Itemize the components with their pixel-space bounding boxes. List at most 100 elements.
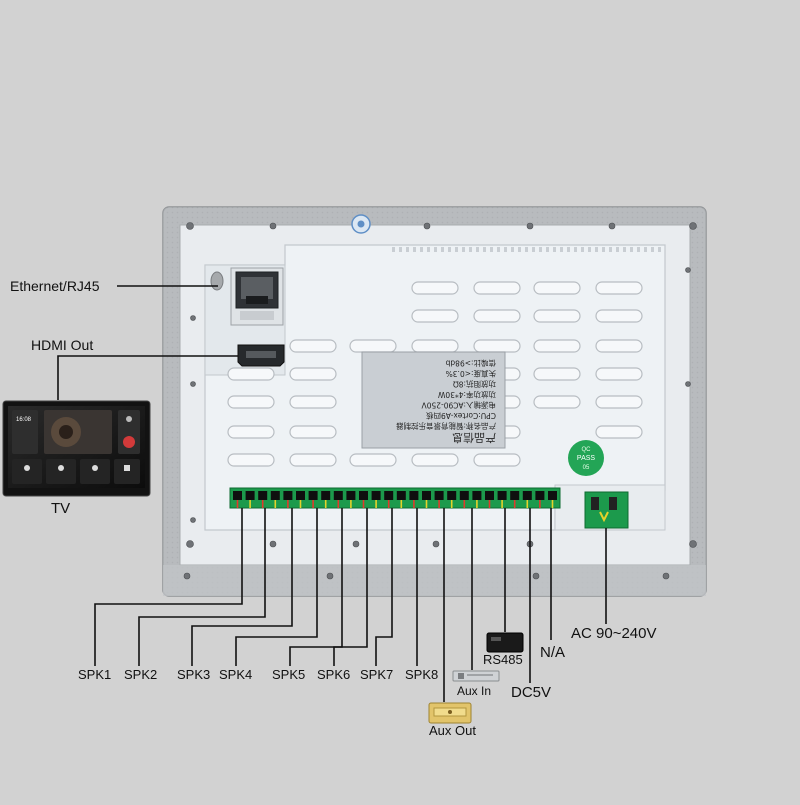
terminal-screw [535, 491, 544, 500]
terminal-screw [283, 491, 292, 500]
vent-slot [290, 368, 336, 380]
tv-display: 16:08 [3, 401, 150, 496]
terminal-screw [422, 491, 431, 500]
rj45-port [231, 268, 283, 325]
terminal-screw [334, 491, 343, 500]
rib [609, 247, 612, 252]
blue-logo-sticker [352, 215, 370, 233]
vent-slot [534, 396, 580, 408]
qc-pass-sticker: QC PASS 05 [568, 440, 604, 476]
vent-slot [412, 340, 458, 352]
terminal-screw [485, 491, 494, 500]
qc-text-1: QC [582, 447, 592, 453]
na-label: N/A [540, 644, 565, 661]
rib [560, 247, 563, 252]
rib [630, 247, 633, 252]
label-line: CPU:Cortex-A9四核 [426, 411, 496, 421]
aux-out-device [429, 703, 471, 723]
rib [651, 247, 654, 252]
vent-slot [596, 368, 642, 380]
rib [616, 247, 619, 252]
terminal-screw [447, 491, 456, 500]
rs485-label: RS485 [483, 652, 523, 667]
rib [581, 247, 584, 252]
spk8-label: SPK8 [405, 667, 438, 682]
rib [658, 247, 661, 252]
vent-slot [596, 282, 642, 294]
spk4-label: SPK4 [219, 667, 252, 682]
terminal-screw [523, 491, 532, 500]
terminal-screw [258, 491, 267, 500]
rib [497, 247, 500, 252]
rib [434, 247, 437, 252]
vent-slot [290, 396, 336, 408]
rib [602, 247, 605, 252]
rib [483, 247, 486, 252]
vent-slot [534, 340, 580, 352]
rib [595, 247, 598, 252]
rib [413, 247, 416, 252]
rib [455, 247, 458, 252]
terminal-screw [409, 491, 418, 500]
terminal-screw [321, 491, 330, 500]
ethernet-label: Ethernet/RJ45 [10, 278, 100, 294]
vent-slot [290, 340, 336, 352]
terminal-screw [359, 491, 368, 500]
rib [476, 247, 479, 252]
rib [504, 247, 507, 252]
terminal-screw [498, 491, 507, 500]
vent-slot [350, 340, 396, 352]
vent-slot [350, 454, 396, 466]
terminal-screw [460, 491, 469, 500]
rib [441, 247, 444, 252]
spk1-label: SPK1 [78, 667, 111, 682]
rs485-module [487, 633, 523, 652]
rib [392, 247, 395, 252]
vent-slot [596, 426, 642, 438]
terminal-screw [246, 491, 255, 500]
vent-slot [290, 454, 336, 466]
vent-slot [474, 454, 520, 466]
vent-slot [228, 454, 274, 466]
hdmi-label: HDMI Out [31, 337, 93, 353]
vent-slot [534, 368, 580, 380]
rib [406, 247, 409, 252]
vent-slot [596, 396, 642, 408]
rib [427, 247, 430, 252]
rib [511, 247, 514, 252]
terminal-block [230, 488, 560, 508]
terminal-screw [435, 491, 444, 500]
terminal-screw [472, 491, 481, 500]
rib [546, 247, 549, 252]
rib [525, 247, 528, 252]
rib [469, 247, 472, 252]
label-line: 产品信息 [452, 431, 496, 445]
vent-slot [412, 454, 458, 466]
terminal-screw [510, 491, 519, 500]
label-line: 失真度:<0.3% [446, 369, 496, 379]
rib [462, 247, 465, 252]
vent-slot [290, 426, 336, 438]
vent-slot [596, 340, 642, 352]
indicator-knob [211, 272, 223, 290]
terminal-screw [548, 491, 557, 500]
product-label: 产品信息产品名称:智能背景音乐控制器CPU:Cortex-A9四核电源输入:AC… [362, 352, 505, 448]
spk2-label: SPK2 [124, 667, 157, 682]
terminal-screw [397, 491, 406, 500]
dc5v-label: DC5V [511, 684, 551, 701]
terminal-screw [384, 491, 393, 500]
rib [490, 247, 493, 252]
rib [532, 247, 535, 252]
aux-in-label: Aux In [457, 684, 491, 698]
label-line: 产品名称:智能背景音乐控制器 [395, 422, 496, 432]
rib [623, 247, 626, 252]
ac-label: AC 90~240V [571, 625, 656, 642]
aux-in-device [453, 671, 499, 681]
hdmi-port [238, 345, 284, 366]
spk5-label: SPK5 [272, 667, 305, 682]
vent-slot [534, 282, 580, 294]
rib [518, 247, 521, 252]
terminal-screw [309, 491, 318, 500]
